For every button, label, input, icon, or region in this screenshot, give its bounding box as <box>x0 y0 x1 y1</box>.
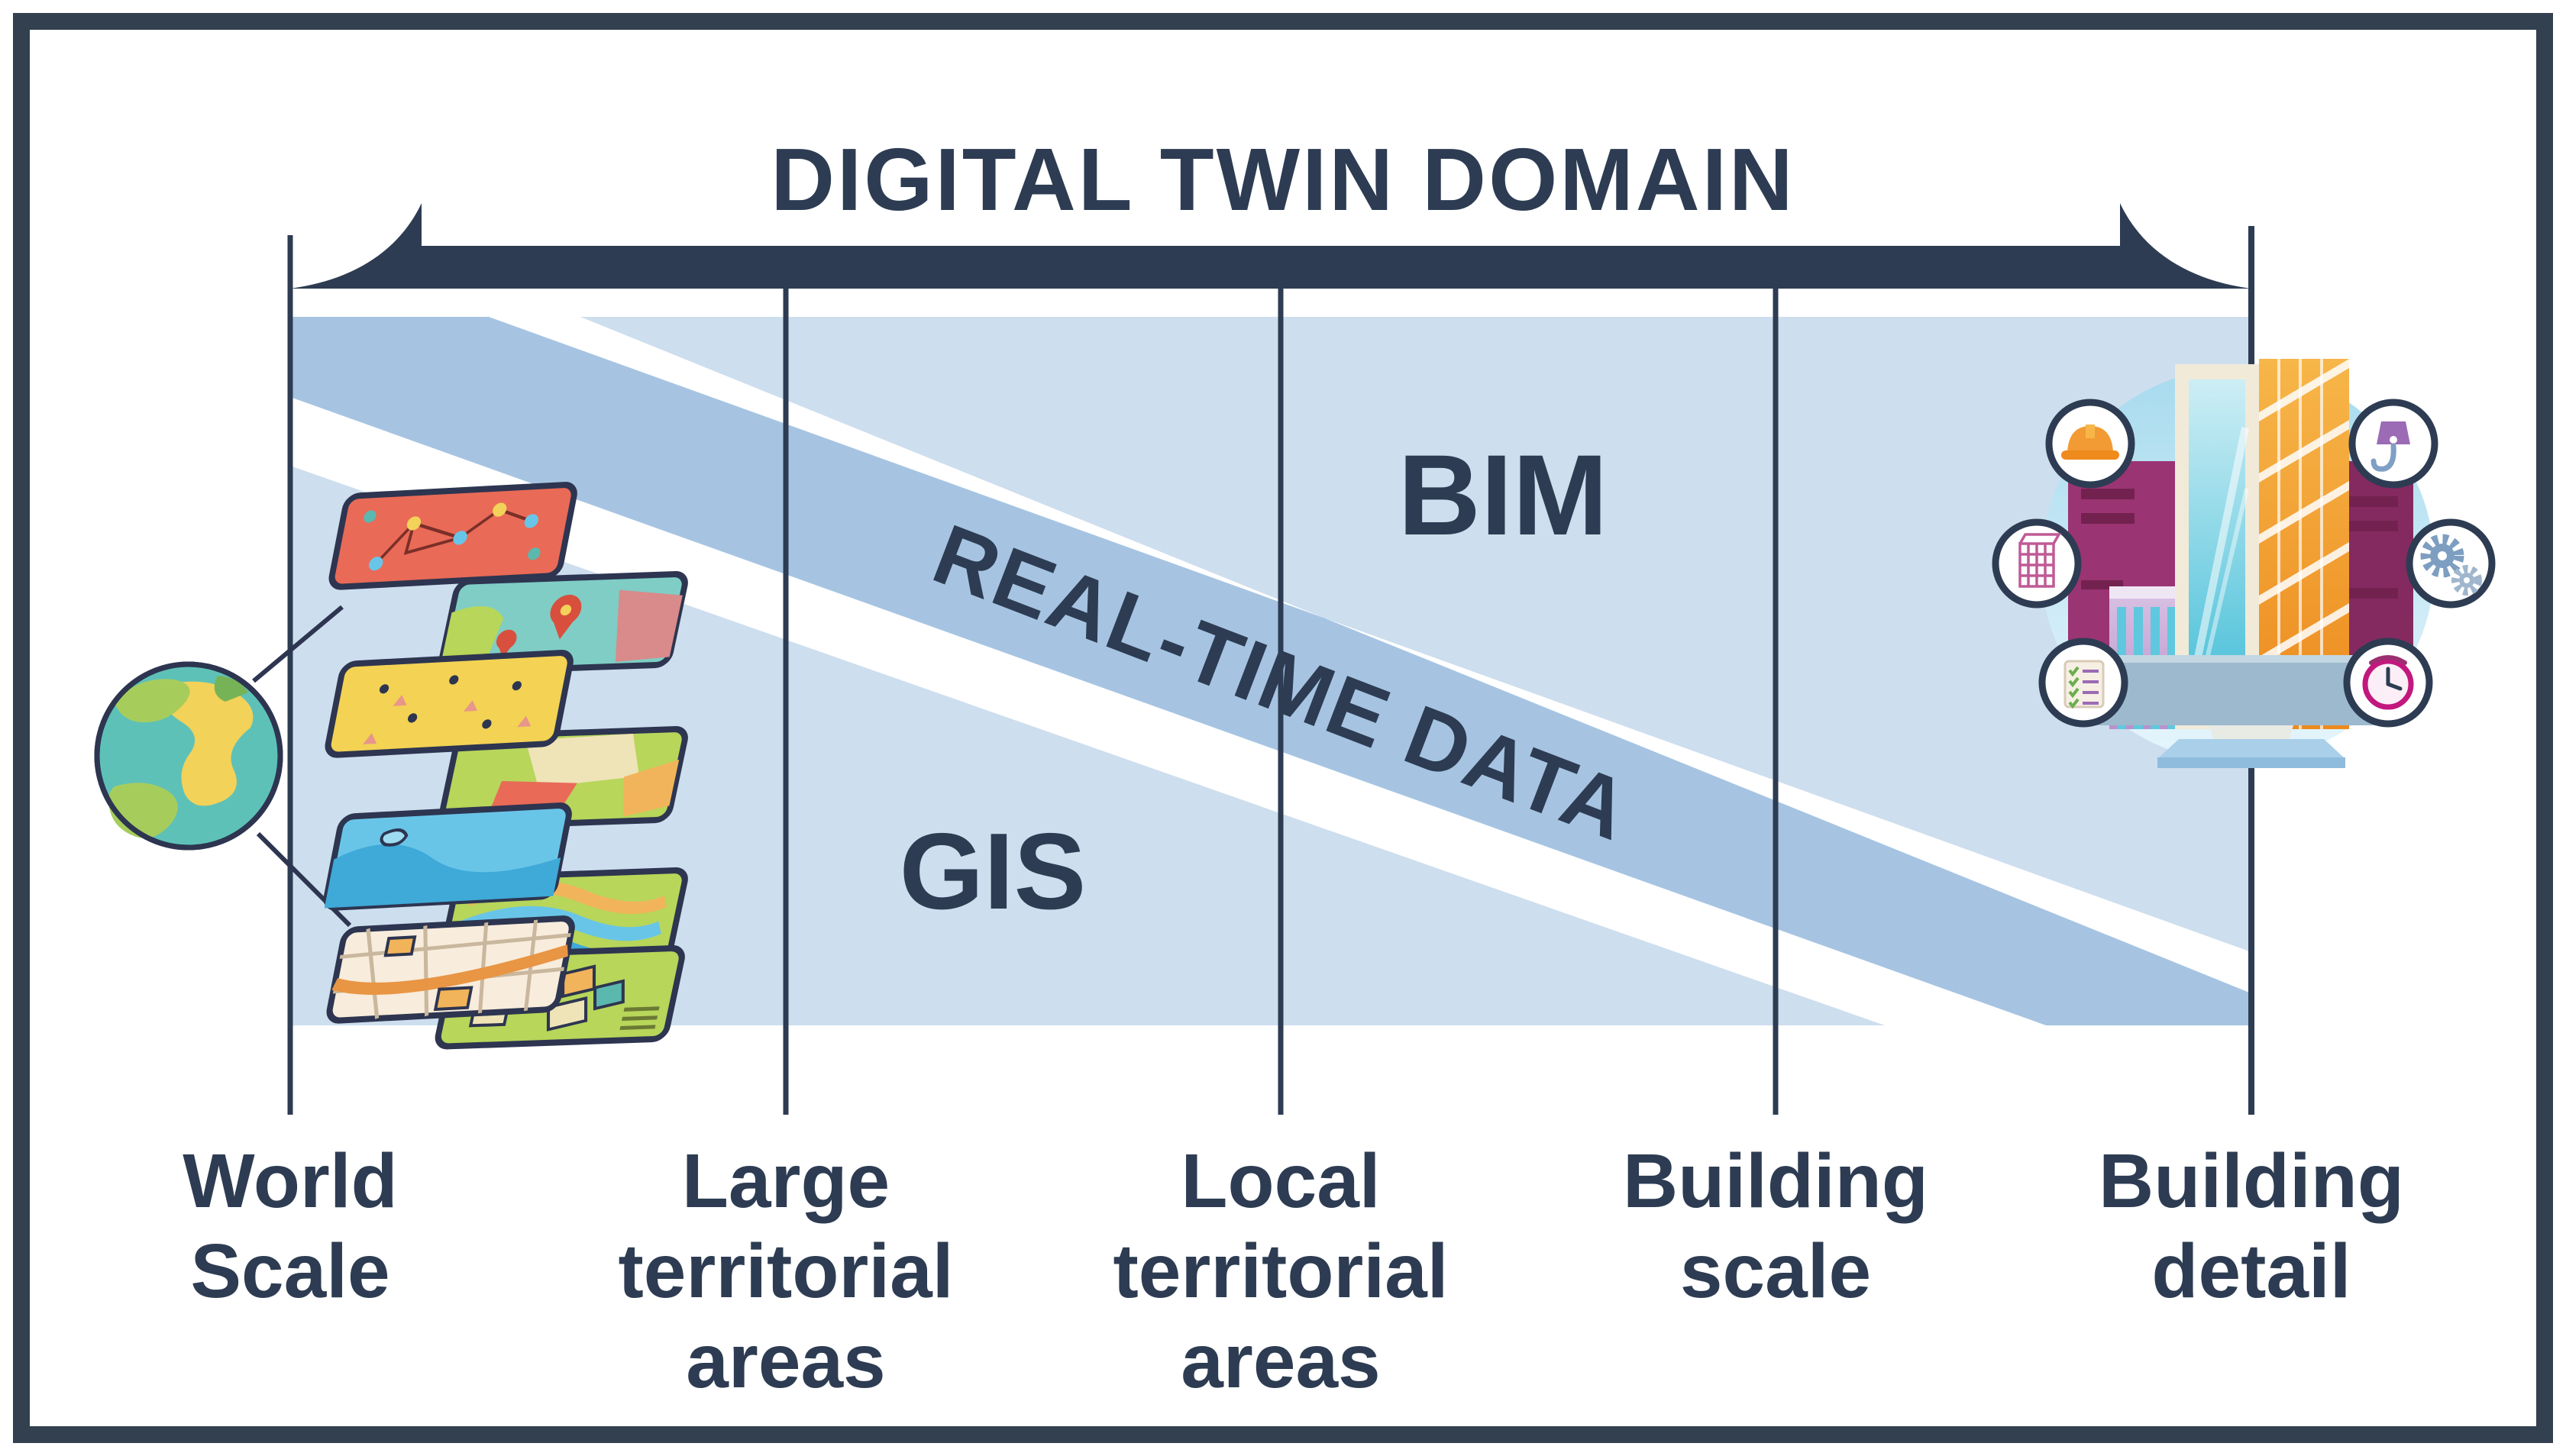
axis-label-local-territorial: Local territorial areas <box>1113 1138 1449 1404</box>
checklist-icon <box>2038 638 2128 728</box>
monitor-bezel <box>2094 655 2389 725</box>
bim-illustration <box>1992 226 2496 1115</box>
bim-icon-badges <box>1992 399 2496 728</box>
monitor <box>2094 655 2389 768</box>
diagram-title: DIGITAL TWIN DOMAIN <box>771 130 1795 229</box>
gears-icon <box>2406 518 2496 609</box>
monitor-base <box>2157 739 2345 759</box>
arrow-head-right <box>2120 203 2251 289</box>
clock-icon <box>2343 638 2433 728</box>
globe-icon <box>94 661 283 851</box>
axis-label-building-scale: Building scale <box>1623 1138 1928 1314</box>
map-layer-pins <box>438 571 688 676</box>
wireframe-building-icon <box>1992 518 2082 609</box>
map-layer-stack <box>323 482 688 1050</box>
axis-label-building-detail: Building detail <box>2099 1138 2404 1314</box>
gis-illustration <box>94 482 688 1050</box>
domain-extent-arrow <box>290 203 2251 289</box>
location-pin-icon <box>496 594 582 659</box>
bim-region-label: BIM <box>1398 431 1608 559</box>
hard-hat-icon <box>2045 399 2135 489</box>
map-layer-terrain-points <box>325 650 574 758</box>
axis-label-world-scale: World Scale <box>183 1138 398 1314</box>
arrow-shaft <box>419 246 2123 289</box>
axis-label-large-territorial: Large territorial areas <box>618 1138 954 1404</box>
globe-land-north <box>115 679 190 723</box>
map-layer-network <box>328 482 577 590</box>
gis-region-label: GIS <box>900 811 1087 932</box>
crane-hook-icon <box>2348 399 2438 489</box>
globe-land-africa <box>157 681 254 806</box>
scale-divider-lines <box>287 235 1779 1115</box>
arrow-head-left <box>290 203 422 289</box>
outer-frame-border <box>13 13 2553 1443</box>
real-time-data-band <box>290 317 2251 1025</box>
map-layer-street <box>326 915 575 1024</box>
lower-white-stripe <box>290 397 2046 1025</box>
map-layer-water <box>323 802 572 911</box>
